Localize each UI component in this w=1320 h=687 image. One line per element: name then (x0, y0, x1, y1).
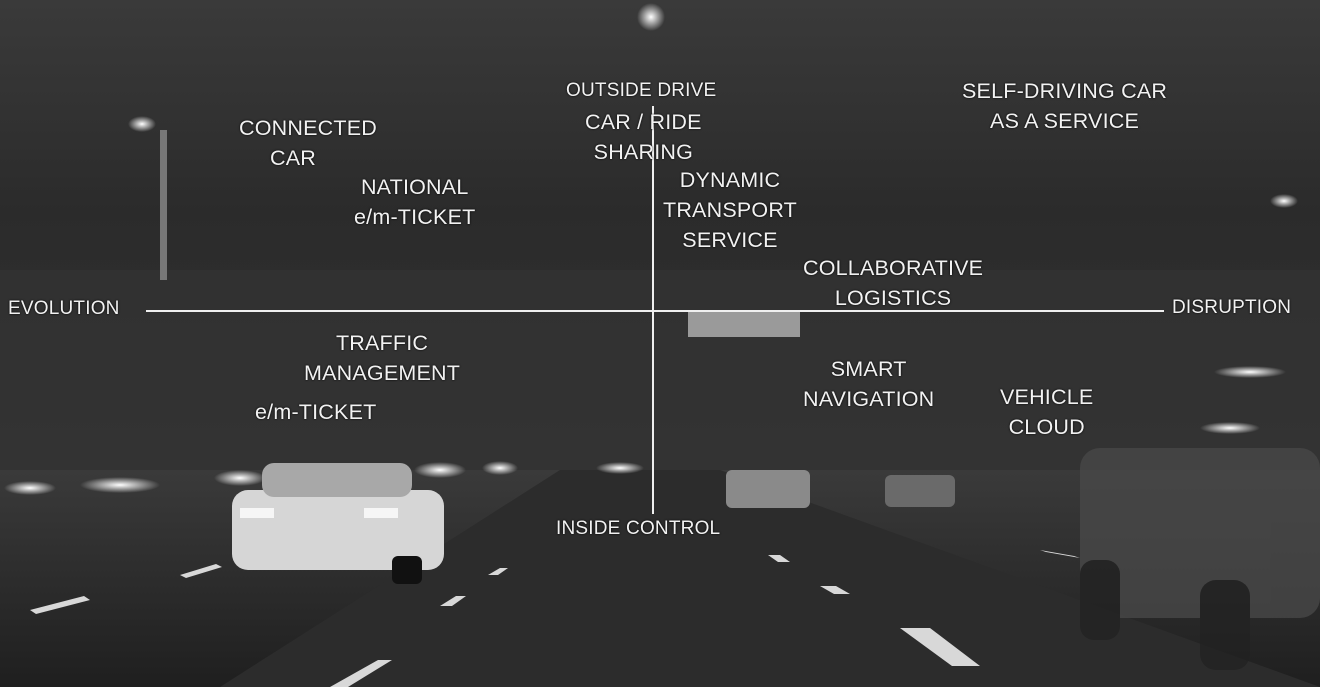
item-self-driving: SELF-DRIVING CAR AS A SERVICE (962, 76, 1167, 136)
car-left (232, 463, 444, 584)
item-smart-navigation-line-1: SMART (830, 357, 907, 381)
item-vehicle-cloud-line-1: VEHICLE (1000, 385, 1094, 409)
item-national-ticket-line-2: e/m-TICKET (354, 205, 476, 229)
item-connected-car: CONNECTED CAR (239, 113, 377, 173)
item-traffic-management-line-2: MANAGEMENT (304, 361, 461, 385)
item-smart-navigation-line-2: NAVIGATION (803, 387, 935, 411)
lamp-light-left (128, 116, 156, 132)
axis-label-top: OUTSIDE DRIVE (566, 80, 717, 101)
item-vehicle-cloud: VEHICLE CLOUD (1000, 382, 1093, 442)
item-car-ride-sharing-line-1: CAR / RIDE (585, 110, 702, 134)
axis-label-left: EVOLUTION (8, 298, 120, 319)
lamp-light-right (1270, 194, 1298, 208)
horizon-band (0, 270, 1320, 470)
item-collab-logistics-line-1: COLLABORATIVE (803, 256, 984, 280)
item-collab-logistics: COLLABORATIVE LOGISTICS (803, 253, 983, 313)
highway-sign (688, 311, 800, 337)
item-dynamic-transport-line-3: SERVICE (682, 228, 778, 252)
item-connected-car-line-2: CAR (269, 146, 316, 170)
item-traffic-management: TRAFFIC MANAGEMENT (304, 328, 460, 388)
item-connected-car-line-1: CONNECTED (239, 116, 377, 140)
lamp-light-top (637, 3, 665, 31)
car-mid-right (885, 475, 955, 507)
lamp-post-left (160, 130, 167, 280)
car-right-blurred (1080, 448, 1320, 670)
item-em-ticket: e/m-TICKET (255, 397, 376, 427)
vertical-axis-line (652, 106, 654, 514)
item-em-ticket-line-1: e/m-TICKET (255, 400, 377, 424)
axis-label-right: DISRUPTION (1172, 297, 1292, 318)
item-vehicle-cloud-line-2: CLOUD (1008, 415, 1085, 439)
item-dynamic-transport-line-1: DYNAMIC (679, 168, 781, 192)
item-car-ride-sharing: CAR / RIDE SHARING (585, 107, 702, 167)
road-lanes (220, 470, 1320, 687)
item-dynamic-transport: DYNAMIC TRANSPORT SERVICE (663, 165, 797, 255)
item-dynamic-transport-line-2: TRANSPORT (663, 198, 798, 222)
item-self-driving-line-2: AS A SERVICE (990, 109, 1140, 133)
lane-markings (30, 550, 1080, 687)
item-collab-logistics-line-2: LOGISTICS (834, 286, 952, 310)
item-self-driving-line-1: SELF-DRIVING CAR (962, 79, 1168, 103)
axis-label-bottom: INSIDE CONTROL (556, 518, 721, 539)
item-national-ticket-line-1: NATIONAL (360, 175, 469, 199)
car-mid (726, 470, 810, 508)
item-national-ticket: NATIONAL e/m-TICKET (354, 172, 475, 232)
item-traffic-management-line-1: TRAFFIC (335, 331, 429, 355)
horizontal-axis-line (146, 310, 1164, 312)
item-smart-navigation: SMART NAVIGATION (803, 354, 934, 414)
item-car-ride-sharing-line-2: SHARING (593, 140, 694, 164)
